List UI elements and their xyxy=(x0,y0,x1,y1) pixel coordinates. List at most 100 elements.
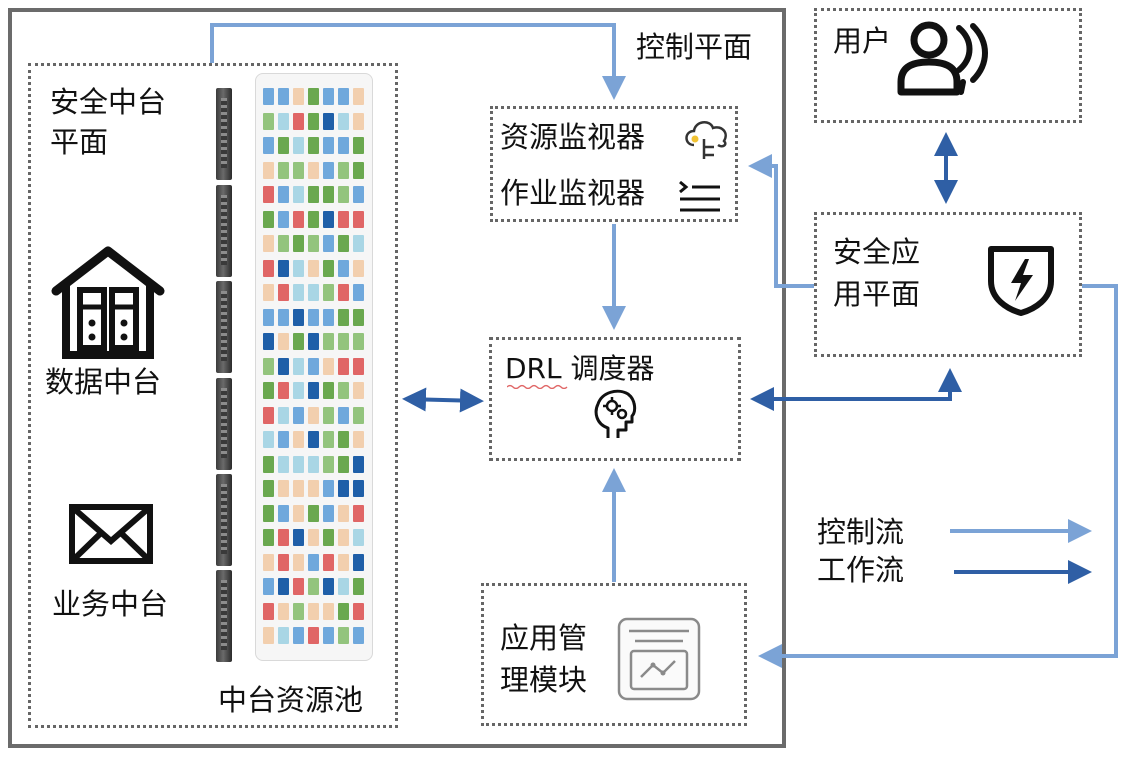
security-to-monitor-arrow xyxy=(748,154,814,288)
resource-cell xyxy=(293,333,304,350)
middle-platform-box xyxy=(28,63,398,728)
resource-cell xyxy=(338,480,349,497)
resource-cell xyxy=(338,357,349,375)
resource-cell xyxy=(308,578,319,595)
resource-cell xyxy=(293,186,304,203)
resource-cell xyxy=(293,235,304,252)
resource-cell xyxy=(308,553,319,571)
resource-cell xyxy=(278,382,289,399)
resource-cell xyxy=(293,382,304,399)
resource-cell xyxy=(353,357,364,375)
resource-cell xyxy=(278,529,289,546)
resource-cell xyxy=(338,333,349,350)
resource-cell xyxy=(323,529,334,546)
resource-cell xyxy=(278,235,289,252)
data-platform-label: 数据中台 xyxy=(45,365,162,399)
security-platform-label-2: 平面 xyxy=(50,125,109,159)
resource-cell xyxy=(278,137,289,154)
scheduler-label: DRL 调度器 xyxy=(505,352,655,385)
app-module-label-2: 理模块 xyxy=(500,663,588,697)
resource-cell xyxy=(323,333,334,350)
resource-cell xyxy=(278,504,289,522)
resource-cell xyxy=(338,529,349,546)
resource-cell xyxy=(338,210,349,228)
resource-cell xyxy=(263,357,274,375)
resource-cell xyxy=(353,480,364,497)
resource-cell xyxy=(263,88,274,105)
resource-cell xyxy=(338,186,349,203)
resource-cell xyxy=(293,137,304,154)
resource-cell xyxy=(353,455,364,473)
resource-cell xyxy=(263,308,274,326)
resource-cell xyxy=(308,602,319,620)
resource-cell xyxy=(323,382,334,399)
server-rack xyxy=(216,185,232,277)
resource-cell xyxy=(278,210,289,228)
resource-cell xyxy=(338,627,349,644)
resource-cell xyxy=(323,480,334,497)
resource-cell xyxy=(353,112,364,130)
resource-cell xyxy=(278,578,289,595)
resource-cell xyxy=(353,161,364,179)
resource-cell xyxy=(323,308,334,326)
resource-cell xyxy=(323,406,334,424)
resource-cell xyxy=(323,210,334,228)
resource-cell xyxy=(338,161,349,179)
resource-cell xyxy=(308,333,319,350)
resource-cell xyxy=(308,308,319,326)
user-label: 用户 xyxy=(833,24,892,58)
resource-cell xyxy=(338,137,349,154)
resource-cell xyxy=(338,431,349,448)
envelope-icon xyxy=(68,503,154,565)
resource-cell xyxy=(338,284,349,301)
resource-cell xyxy=(293,357,304,375)
resource-cell xyxy=(278,308,289,326)
server-rack xyxy=(216,378,232,470)
resource-cell xyxy=(338,602,349,620)
resource-cell xyxy=(323,431,334,448)
resource-cell xyxy=(263,602,274,620)
resource-cell xyxy=(293,529,304,546)
resource-cell xyxy=(278,357,289,375)
resource-cell xyxy=(338,553,349,571)
resource-cell xyxy=(323,161,334,179)
resource-cell xyxy=(293,210,304,228)
resource-cell xyxy=(323,88,334,105)
resource-cell xyxy=(308,529,319,546)
resource-cell xyxy=(293,602,304,620)
resource-cell xyxy=(308,406,319,424)
resource-cell xyxy=(278,406,289,424)
shield-bolt-icon xyxy=(985,243,1057,317)
resource-cell xyxy=(293,553,304,571)
resource-cell xyxy=(263,480,274,497)
resource-cell xyxy=(308,431,319,448)
resource-cell xyxy=(293,88,304,105)
resource-cell xyxy=(323,284,334,301)
resource-cell xyxy=(308,627,319,644)
resource-cell xyxy=(293,259,304,277)
resource-cell xyxy=(293,480,304,497)
resource-cell xyxy=(263,333,274,350)
resource-cell xyxy=(323,553,334,571)
server-rack xyxy=(216,281,232,373)
resource-cell xyxy=(308,88,319,105)
resource-cell xyxy=(338,382,349,399)
resource-cell xyxy=(353,308,364,326)
user-box xyxy=(814,8,1082,123)
resource-cell xyxy=(278,259,289,277)
resource-cell xyxy=(263,529,274,546)
resource-cell xyxy=(308,504,319,522)
business-platform-label: 业务中台 xyxy=(52,587,169,621)
resource-cell xyxy=(278,602,289,620)
resource-cell xyxy=(263,578,274,595)
resource-cell xyxy=(278,455,289,473)
resource-cell xyxy=(353,88,364,105)
warehouse-icon xyxy=(50,245,166,360)
resource-cell xyxy=(278,284,289,301)
resource-cell xyxy=(353,406,364,424)
resource-cell xyxy=(323,112,334,130)
resource-cell xyxy=(308,357,319,375)
server-rack xyxy=(216,474,232,566)
resource-cell xyxy=(263,112,274,130)
resource-cell xyxy=(353,333,364,350)
